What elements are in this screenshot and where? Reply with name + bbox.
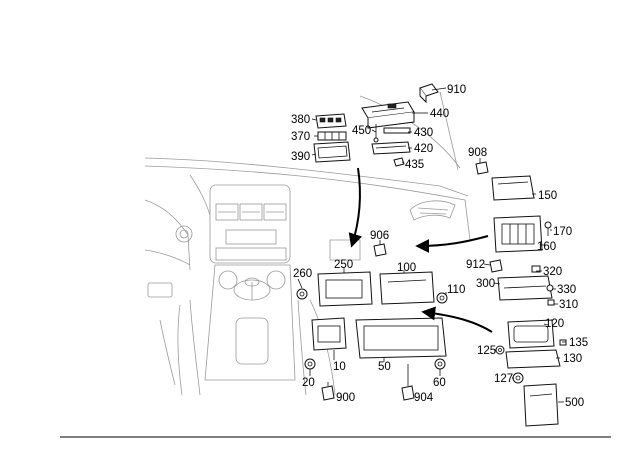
label-912: 912: [466, 259, 485, 271]
part-250-module: [317, 271, 373, 307]
label-500: 500: [565, 397, 584, 409]
part-900-connector: [321, 385, 335, 401]
label-150: 150: [538, 190, 557, 202]
label-906: 906: [370, 230, 389, 242]
part-120-frame: [507, 319, 555, 349]
part-125-washer: [495, 345, 505, 355]
part-450-cable: [373, 124, 379, 143]
label-50: 50: [378, 361, 391, 373]
label-370: 370: [291, 131, 310, 143]
label-440: 440: [430, 108, 449, 120]
part-320-clip: [531, 265, 541, 273]
label-310: 310: [559, 299, 578, 311]
part-420-module: [371, 141, 411, 155]
label-908: 908: [468, 147, 487, 159]
part-906-connector: [373, 243, 387, 257]
part-300-rail-unit: [497, 275, 553, 301]
label-320: 320: [543, 266, 562, 278]
label-330: 330: [557, 284, 576, 296]
label-60: 60: [433, 377, 446, 389]
label-420: 420: [414, 143, 433, 155]
label-10: 10: [333, 361, 346, 373]
label-430: 430: [414, 127, 433, 139]
label-250: 250: [334, 259, 353, 271]
part-310-clip: [547, 299, 555, 306]
part-390-overhead-housing: [313, 141, 351, 163]
arrow-right-to-center: [415, 235, 489, 253]
part-110-grommet: [436, 292, 448, 304]
label-135: 135: [569, 337, 588, 349]
part-60-grommet: [434, 358, 446, 370]
label-260: 260: [293, 268, 312, 280]
part-330-screw: [546, 284, 554, 292]
part-170-screw: [544, 221, 552, 236]
leader-lines: [297, 87, 566, 403]
part-908-connector: [475, 161, 489, 175]
part-160-bracket-unit: [493, 215, 543, 253]
label-904: 904: [414, 392, 434, 404]
part-910-connector: [419, 83, 439, 104]
label-450: 450: [352, 125, 371, 137]
arrow-overhead-to-dash: [348, 167, 363, 248]
label-127: 127: [494, 373, 513, 385]
label-120: 120: [545, 318, 564, 330]
part-260-grommet: [296, 288, 308, 300]
label-170: 170: [553, 226, 572, 238]
label-900: 900: [336, 392, 355, 404]
label-110: 110: [447, 284, 465, 296]
label-435: 435: [405, 159, 424, 171]
label-380: 380: [291, 114, 310, 126]
label-20: 20: [302, 377, 315, 389]
part-50-display-unit: [355, 317, 447, 359]
part-10-module: [311, 317, 347, 351]
part-440-control-panel: [361, 101, 415, 129]
part-150-control-unit: [491, 175, 535, 201]
label-160: 160: [537, 241, 556, 253]
part-380-switch-block: [315, 113, 347, 129]
part-labels: 910 380 440 370 450 430 420 390 435 908 …: [291, 84, 588, 409]
label-125: 125: [477, 345, 496, 357]
part-127-grommet: [512, 372, 524, 384]
part-500-panel: [523, 383, 559, 427]
part-20-grommet: [304, 358, 316, 370]
part-100-module: [379, 271, 435, 305]
part-370-switch-row: [317, 131, 347, 141]
dashboard-outline: [144, 91, 471, 396]
label-130: 130: [563, 353, 582, 365]
label-390: 390: [291, 151, 310, 163]
part-904-connector: [401, 385, 415, 401]
part-135-clip: [559, 339, 567, 346]
label-910: 910: [447, 84, 466, 96]
arrow-rear-to-console: [421, 306, 493, 333]
part-912-connector: [489, 259, 503, 273]
part-430-strip: [383, 127, 411, 134]
part-435-clip: [393, 157, 405, 167]
label-100: 100: [397, 262, 416, 274]
part-130-panel: [505, 349, 561, 369]
label-300: 300: [476, 278, 495, 290]
